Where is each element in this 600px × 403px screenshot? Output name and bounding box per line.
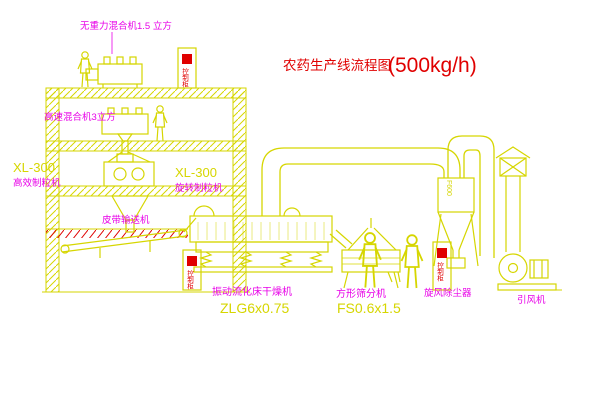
label-sieve-name: 方形筛分机 xyxy=(336,287,386,300)
label-dryer-model: ZLG6x0.75 xyxy=(220,300,289,316)
label-granulator-right-name: 旋转制粒机 xyxy=(175,182,223,194)
fluid-bed-dryer-machine xyxy=(189,205,353,273)
label-cyclone-pipe-dia: F600 xyxy=(445,180,452,196)
label-granulator-left-name: 高效制粒机 xyxy=(13,177,61,189)
label-cyclone-name: 旋风除尘器 xyxy=(424,287,472,299)
gravity-free-mixer-machine xyxy=(85,56,143,88)
dryer-discharge-chute xyxy=(329,229,353,249)
label-sieve-model: FS0.6x1.5 xyxy=(337,300,401,316)
duct-dryer-to-cyclone xyxy=(261,147,461,216)
discharge-hopper xyxy=(110,195,150,233)
duct-cyclone-to-fan xyxy=(447,135,495,258)
label-belt-conveyor: 皮带输送机 xyxy=(102,214,150,226)
control-cabinet-dryer: 控制柜 xyxy=(182,249,202,291)
cabinet-label: 控制柜 xyxy=(186,269,194,291)
ground-slab-hatch xyxy=(46,229,188,238)
exhaust-stack xyxy=(495,146,531,252)
label-high-speed-mixer: 高速混合机3立方 xyxy=(44,111,116,123)
label-fan-name: 引风机 xyxy=(517,294,546,306)
person-figure xyxy=(400,234,424,289)
label-granulator-right-model: XL-300 xyxy=(175,165,217,180)
cabinet-panel xyxy=(182,54,192,64)
square-sieve-machine xyxy=(341,218,401,289)
label-granulator-left-model: XL-300 xyxy=(13,160,55,175)
control-cabinet-top: 控制柜 xyxy=(177,47,197,89)
cabinet-panel xyxy=(437,248,447,258)
cabinet-label: 控制柜 xyxy=(181,67,189,89)
drawing-title-capacity: (500kg/h) xyxy=(388,54,477,77)
drawing-title: 农药生产线流程图 xyxy=(283,58,391,73)
control-cabinet-cyclone: 控制柜 xyxy=(432,241,452,291)
cabinet-label: 控制柜 xyxy=(436,261,444,283)
building-floor-beam-top xyxy=(45,87,247,99)
cyclone-separator-machine xyxy=(433,177,479,269)
person-figure xyxy=(358,232,382,289)
cabinet-panel xyxy=(187,256,197,266)
person-figure xyxy=(152,105,168,142)
ground-slab xyxy=(46,228,188,238)
induced-draft-fan-machine xyxy=(497,253,562,291)
label-gravity-free-mixer: 无重力混合机1.5 立方 xyxy=(80,20,172,32)
granulator-machine xyxy=(103,140,155,187)
building-structure xyxy=(42,87,250,293)
building-floor-beam-2 xyxy=(45,140,247,152)
label-dryer-name: 振动流化床干燥机 xyxy=(212,285,292,298)
